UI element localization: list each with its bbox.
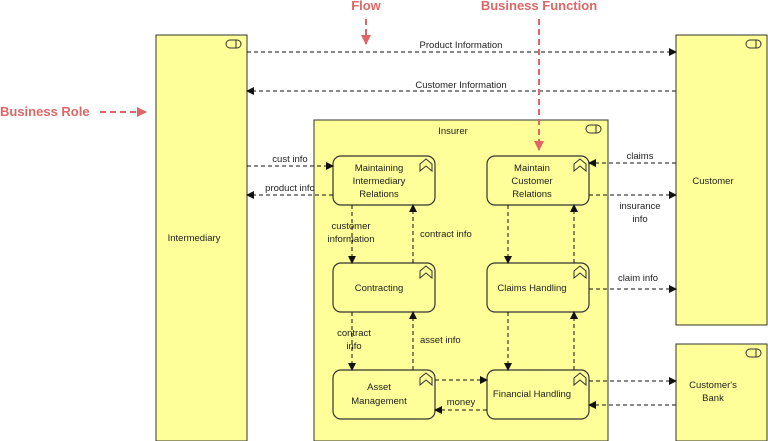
flow-label-line2: info bbox=[632, 214, 647, 225]
flow-claim-info[interactable]: claim info bbox=[589, 273, 677, 293]
function-label-line1: Asset bbox=[367, 382, 391, 393]
flow-contract-info-down[interactable]: contract info bbox=[337, 312, 371, 371]
customers-bank-label-line1: Customer's bbox=[689, 380, 737, 391]
flow-product-information[interactable]: Product Information bbox=[247, 40, 677, 56]
role-icon bbox=[585, 124, 602, 134]
annotation-flow: Flow bbox=[351, 0, 382, 45]
function-icon bbox=[419, 158, 433, 173]
role-customer[interactable]: Customer bbox=[675, 34, 768, 326]
function-asset-management[interactable]: Asset Management bbox=[332, 369, 436, 420]
role-intermediary[interactable]: Intermediary bbox=[155, 34, 248, 441]
flow-customer-information[interactable]: Customer Information bbox=[246, 80, 676, 95]
flow-label: claims bbox=[627, 151, 654, 162]
function-icon bbox=[573, 158, 587, 173]
flow-insurance-info[interactable]: insurance info bbox=[589, 191, 677, 225]
annotation-business-function: Business Function bbox=[481, 0, 597, 151]
role-icon bbox=[745, 39, 762, 49]
flow-label-line2: info bbox=[346, 341, 361, 352]
customer-label: Customer bbox=[692, 176, 733, 187]
flow-label: Product Information bbox=[420, 40, 503, 51]
insurer-label: Insurer bbox=[438, 126, 468, 137]
function-label: Financial Handling bbox=[493, 389, 571, 400]
function-label-line2: Intermediary bbox=[353, 176, 406, 187]
flow-label: asset info bbox=[420, 335, 461, 346]
annotation-business-role: Business Role bbox=[0, 104, 147, 119]
flow-label: money bbox=[447, 397, 476, 408]
function-label: Claims Handling bbox=[497, 283, 566, 294]
customers-bank-label-line2: Bank bbox=[702, 393, 724, 404]
flow-money[interactable]: money bbox=[434, 397, 487, 414]
flow-label-line1: contract bbox=[337, 328, 371, 339]
function-icon bbox=[419, 265, 433, 280]
role-icon bbox=[225, 39, 242, 49]
function-maintain-customer-relations[interactable]: Maintain Customer Relations bbox=[486, 155, 590, 206]
intermediary-label: Intermediary bbox=[168, 233, 221, 244]
flow-customer-information-internal[interactable]: customer information bbox=[328, 205, 375, 264]
function-icon bbox=[573, 372, 587, 387]
role-customers-bank[interactable]: Customer's Bank bbox=[675, 343, 768, 441]
flow-label: claim info bbox=[618, 273, 658, 284]
function-financial-handling[interactable]: Financial Handling bbox=[486, 369, 590, 420]
function-icon bbox=[419, 372, 433, 387]
function-label-line3: Relations bbox=[512, 189, 552, 200]
flow-label: contract info bbox=[420, 229, 472, 240]
flow-label-line2: information bbox=[328, 234, 375, 245]
annotation-business-role-label: Business Role bbox=[0, 104, 90, 119]
function-contracting[interactable]: Contracting bbox=[332, 262, 436, 313]
flow-cust-info[interactable]: cust info bbox=[247, 154, 334, 170]
function-label-line1: Maintain bbox=[514, 163, 550, 174]
function-icon bbox=[573, 265, 587, 280]
flow-label-line1: customer bbox=[331, 221, 370, 232]
annotation-flow-label: Flow bbox=[351, 0, 381, 13]
flow-label: product info bbox=[265, 183, 315, 194]
flow-asset-info[interactable]: asset info bbox=[409, 311, 461, 370]
function-claims-handling[interactable]: Claims Handling bbox=[486, 262, 590, 313]
function-label-line2: Management bbox=[351, 396, 407, 407]
function-maintaining-intermediary-relations[interactable]: Maintaining Intermediary Relations bbox=[332, 155, 436, 206]
function-label-line1: Maintaining bbox=[355, 163, 404, 174]
function-label-line2: Customer bbox=[511, 176, 552, 187]
flow-label: cust info bbox=[272, 154, 307, 165]
role-icon bbox=[745, 348, 762, 358]
flow-contract-info-up[interactable]: contract info bbox=[409, 204, 472, 263]
function-label-line3: Relations bbox=[359, 189, 399, 200]
flow-claims[interactable]: claims bbox=[588, 151, 676, 167]
function-label: Contracting bbox=[355, 283, 404, 294]
flow-product-info[interactable]: product info bbox=[246, 183, 333, 199]
flow-label: Customer Information bbox=[415, 80, 506, 91]
flow-label-line1: insurance bbox=[619, 201, 660, 212]
annotation-business-function-label: Business Function bbox=[481, 0, 597, 13]
